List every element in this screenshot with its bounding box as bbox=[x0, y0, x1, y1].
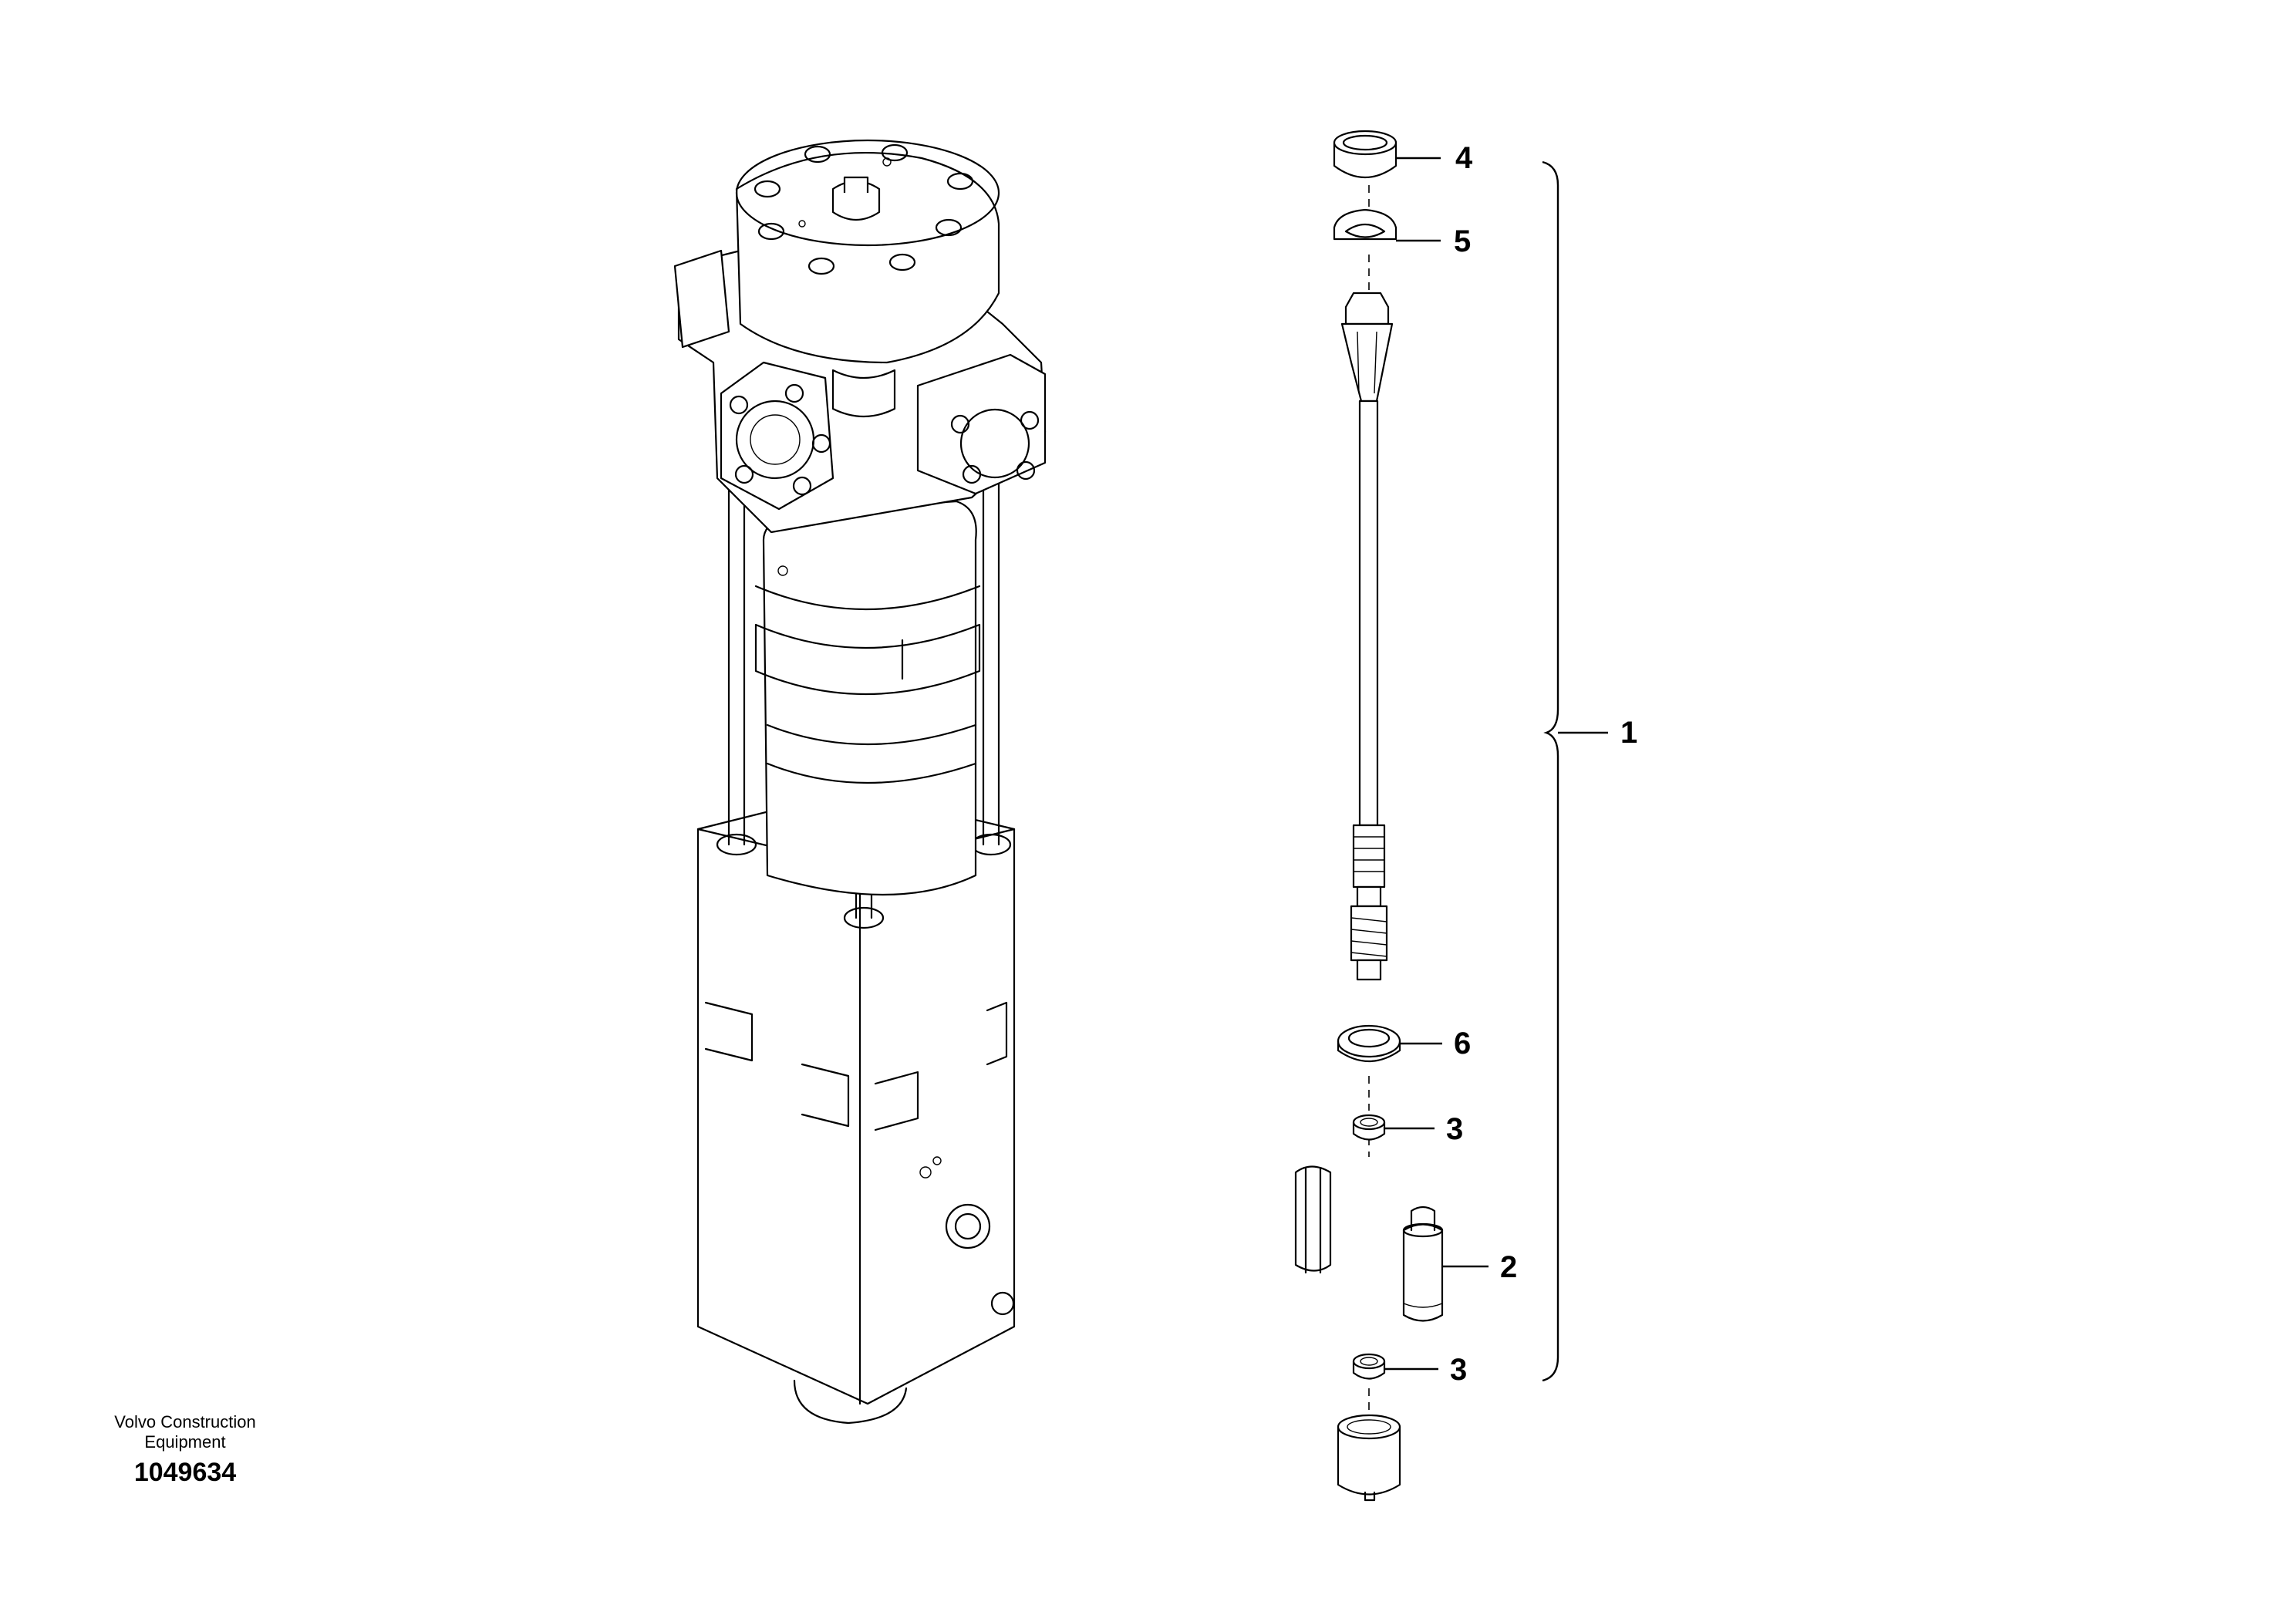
lower-block bbox=[696, 789, 1016, 1425]
parts-stack bbox=[1294, 130, 1444, 1502]
callout-4: 4 bbox=[1455, 141, 1473, 175]
callout-5: 5 bbox=[1454, 224, 1471, 258]
assembly-brace bbox=[1542, 160, 1559, 1382]
callout-3-upper: 3 bbox=[1446, 1112, 1463, 1146]
callout-1: 1 bbox=[1620, 716, 1637, 750]
part-2-sleeve bbox=[1402, 1206, 1444, 1322]
callout-6: 6 bbox=[1454, 1027, 1471, 1061]
part-1-hose bbox=[1340, 292, 1394, 981]
split-sleeve bbox=[1294, 1165, 1332, 1274]
part-5-lock-plate bbox=[1333, 208, 1397, 241]
part-4-ring bbox=[1333, 130, 1397, 179]
part-3-clamp-lower bbox=[1352, 1353, 1386, 1380]
company-name-line1: Volvo Construction bbox=[114, 1412, 255, 1431]
company-name-line2: Equipment bbox=[144, 1432, 225, 1452]
part-6-seal-ring bbox=[1337, 1024, 1401, 1063]
part-3-clamp-upper bbox=[1352, 1114, 1386, 1141]
callout-3-lower: 3 bbox=[1450, 1353, 1467, 1387]
hydraulic-cylinder-assembly bbox=[673, 139, 1047, 1425]
drawing-number: 1049634 bbox=[134, 1458, 236, 1487]
callout-2: 2 bbox=[1500, 1250, 1517, 1284]
top-disc-cover bbox=[735, 139, 1000, 364]
leader-lines bbox=[1384, 157, 1608, 1371]
cylinder-body bbox=[754, 500, 981, 896]
bottom-cup bbox=[1337, 1414, 1401, 1502]
